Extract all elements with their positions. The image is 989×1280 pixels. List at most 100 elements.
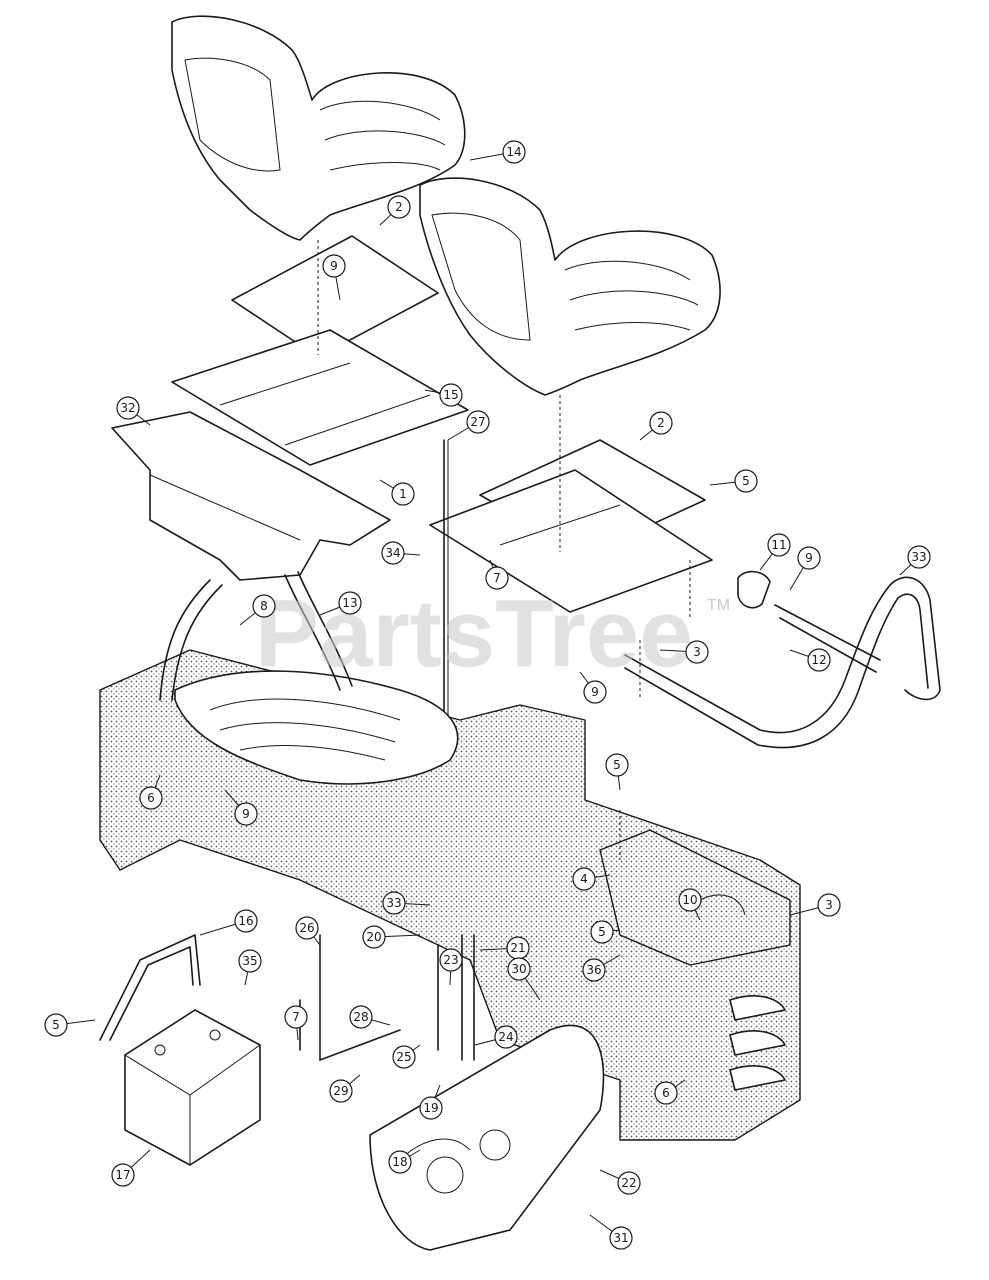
callout-number: 5 xyxy=(742,474,750,488)
callout-circle xyxy=(485,566,509,590)
callout-circle xyxy=(238,949,262,973)
seat-pan-right xyxy=(429,395,713,613)
callout-circle xyxy=(907,545,931,569)
part-callout-18[interactable]: 18 xyxy=(388,1150,412,1174)
part-callout-27[interactable]: 27 xyxy=(466,410,490,434)
callout-circle xyxy=(44,1013,68,1037)
callout-circle xyxy=(139,786,163,810)
callout-number: 5 xyxy=(52,1018,60,1032)
callout-circle xyxy=(322,254,346,278)
callout-circle xyxy=(807,648,831,672)
roll-bar xyxy=(159,571,353,701)
callout-number: 30 xyxy=(511,962,526,976)
callout-circle xyxy=(234,909,258,933)
callout-number: 24 xyxy=(498,1030,513,1044)
callout-number: 4 xyxy=(580,872,588,886)
callout-circle xyxy=(466,410,490,434)
part-callout-1[interactable]: 1 xyxy=(391,482,415,506)
callout-number: 32 xyxy=(120,401,135,415)
svg-text:PartsTree: PartsTree xyxy=(255,580,693,687)
callout-number: 9 xyxy=(330,259,338,273)
battery xyxy=(124,1009,261,1166)
callout-circle xyxy=(419,1096,443,1120)
callout-circle xyxy=(583,680,607,704)
part-callout-17[interactable]: 17 xyxy=(111,1163,135,1187)
part-callout-5[interactable]: 5 xyxy=(590,920,614,944)
part-callout-20[interactable]: 20 xyxy=(362,925,386,949)
callout-number: 6 xyxy=(147,791,155,805)
part-callout-33[interactable]: 33 xyxy=(382,891,406,915)
part-callout-32[interactable]: 32 xyxy=(116,396,140,420)
part-callout-19[interactable]: 19 xyxy=(419,1096,443,1120)
part-callout-8[interactable]: 8 xyxy=(252,594,276,618)
part-callout-7[interactable]: 7 xyxy=(284,1005,308,1029)
part-callout-34[interactable]: 34 xyxy=(381,541,405,565)
part-callout-33[interactable]: 33 xyxy=(907,545,931,569)
part-callout-23[interactable]: 23 xyxy=(439,948,463,972)
callout-circle xyxy=(609,1226,633,1250)
part-callout-3[interactable]: 3 xyxy=(685,640,709,664)
part-callout-4[interactable]: 4 xyxy=(572,867,596,891)
callout-circle xyxy=(381,541,405,565)
fender-left xyxy=(111,411,391,581)
callout-number: 9 xyxy=(805,551,813,565)
part-callout-10[interactable]: 10 xyxy=(678,888,702,912)
part-callout-11[interactable]: 11 xyxy=(767,533,791,557)
part-callout-5[interactable]: 5 xyxy=(605,753,629,777)
callout-circle xyxy=(116,396,140,420)
callout-circle xyxy=(817,893,841,917)
callout-number: 9 xyxy=(591,685,599,699)
part-callout-9[interactable]: 9 xyxy=(797,546,821,570)
part-callout-21[interactable]: 21 xyxy=(506,936,530,960)
callout-number: 31 xyxy=(613,1231,628,1245)
callout-number: 3 xyxy=(693,645,701,659)
part-callout-26[interactable]: 26 xyxy=(295,916,319,940)
seat-left xyxy=(171,15,466,241)
part-callout-24[interactable]: 24 xyxy=(494,1025,518,1049)
part-callout-5[interactable]: 5 xyxy=(44,1013,68,1037)
part-callout-13[interactable]: 13 xyxy=(338,591,362,615)
parts-tree-watermark: PartsTree TM xyxy=(255,580,730,687)
callout-number: 13 xyxy=(342,596,357,610)
part-callout-22[interactable]: 22 xyxy=(617,1171,641,1195)
part-callout-9[interactable]: 9 xyxy=(322,254,346,278)
part-callout-3[interactable]: 3 xyxy=(817,893,841,917)
callout-circle xyxy=(590,920,614,944)
callout-number: 25 xyxy=(396,1050,411,1064)
callout-circle xyxy=(295,916,319,940)
callout-number: 5 xyxy=(613,758,621,772)
part-callout-5[interactable]: 5 xyxy=(734,469,758,493)
part-callout-9[interactable]: 9 xyxy=(234,802,258,826)
callout-circle xyxy=(685,640,709,664)
part-callout-30[interactable]: 30 xyxy=(507,957,531,981)
part-callout-28[interactable]: 28 xyxy=(349,1005,373,1029)
part-callout-15[interactable]: 15 xyxy=(439,383,463,407)
part-callout-25[interactable]: 25 xyxy=(392,1045,416,1069)
callout-number: 2 xyxy=(395,200,403,214)
callout-number: 26 xyxy=(299,921,314,935)
callout-number: 5 xyxy=(598,925,606,939)
callout-number: 22 xyxy=(621,1176,636,1190)
part-callout-29[interactable]: 29 xyxy=(329,1079,353,1103)
part-callout-6[interactable]: 6 xyxy=(139,786,163,810)
part-callout-14[interactable]: 14 xyxy=(502,140,526,164)
part-callout-31[interactable]: 31 xyxy=(609,1226,633,1250)
callout-number: 36 xyxy=(586,963,601,977)
callout-circle xyxy=(349,1005,373,1029)
part-callout-7[interactable]: 7 xyxy=(485,566,509,590)
part-callout-9[interactable]: 9 xyxy=(583,680,607,704)
callout-circle xyxy=(605,753,629,777)
part-callout-2[interactable]: 2 xyxy=(387,195,411,219)
part-callout-16[interactable]: 16 xyxy=(234,909,258,933)
callout-circle xyxy=(502,140,526,164)
callout-circle xyxy=(252,594,276,618)
callout-circle xyxy=(391,482,415,506)
part-callout-2[interactable]: 2 xyxy=(649,411,673,435)
part-callout-12[interactable]: 12 xyxy=(807,648,831,672)
part-callout-36[interactable]: 36 xyxy=(582,958,606,982)
part-callout-35[interactable]: 35 xyxy=(238,949,262,973)
callout-circle xyxy=(507,957,531,981)
callout-number: 27 xyxy=(470,415,485,429)
part-callout-6[interactable]: 6 xyxy=(654,1081,678,1105)
